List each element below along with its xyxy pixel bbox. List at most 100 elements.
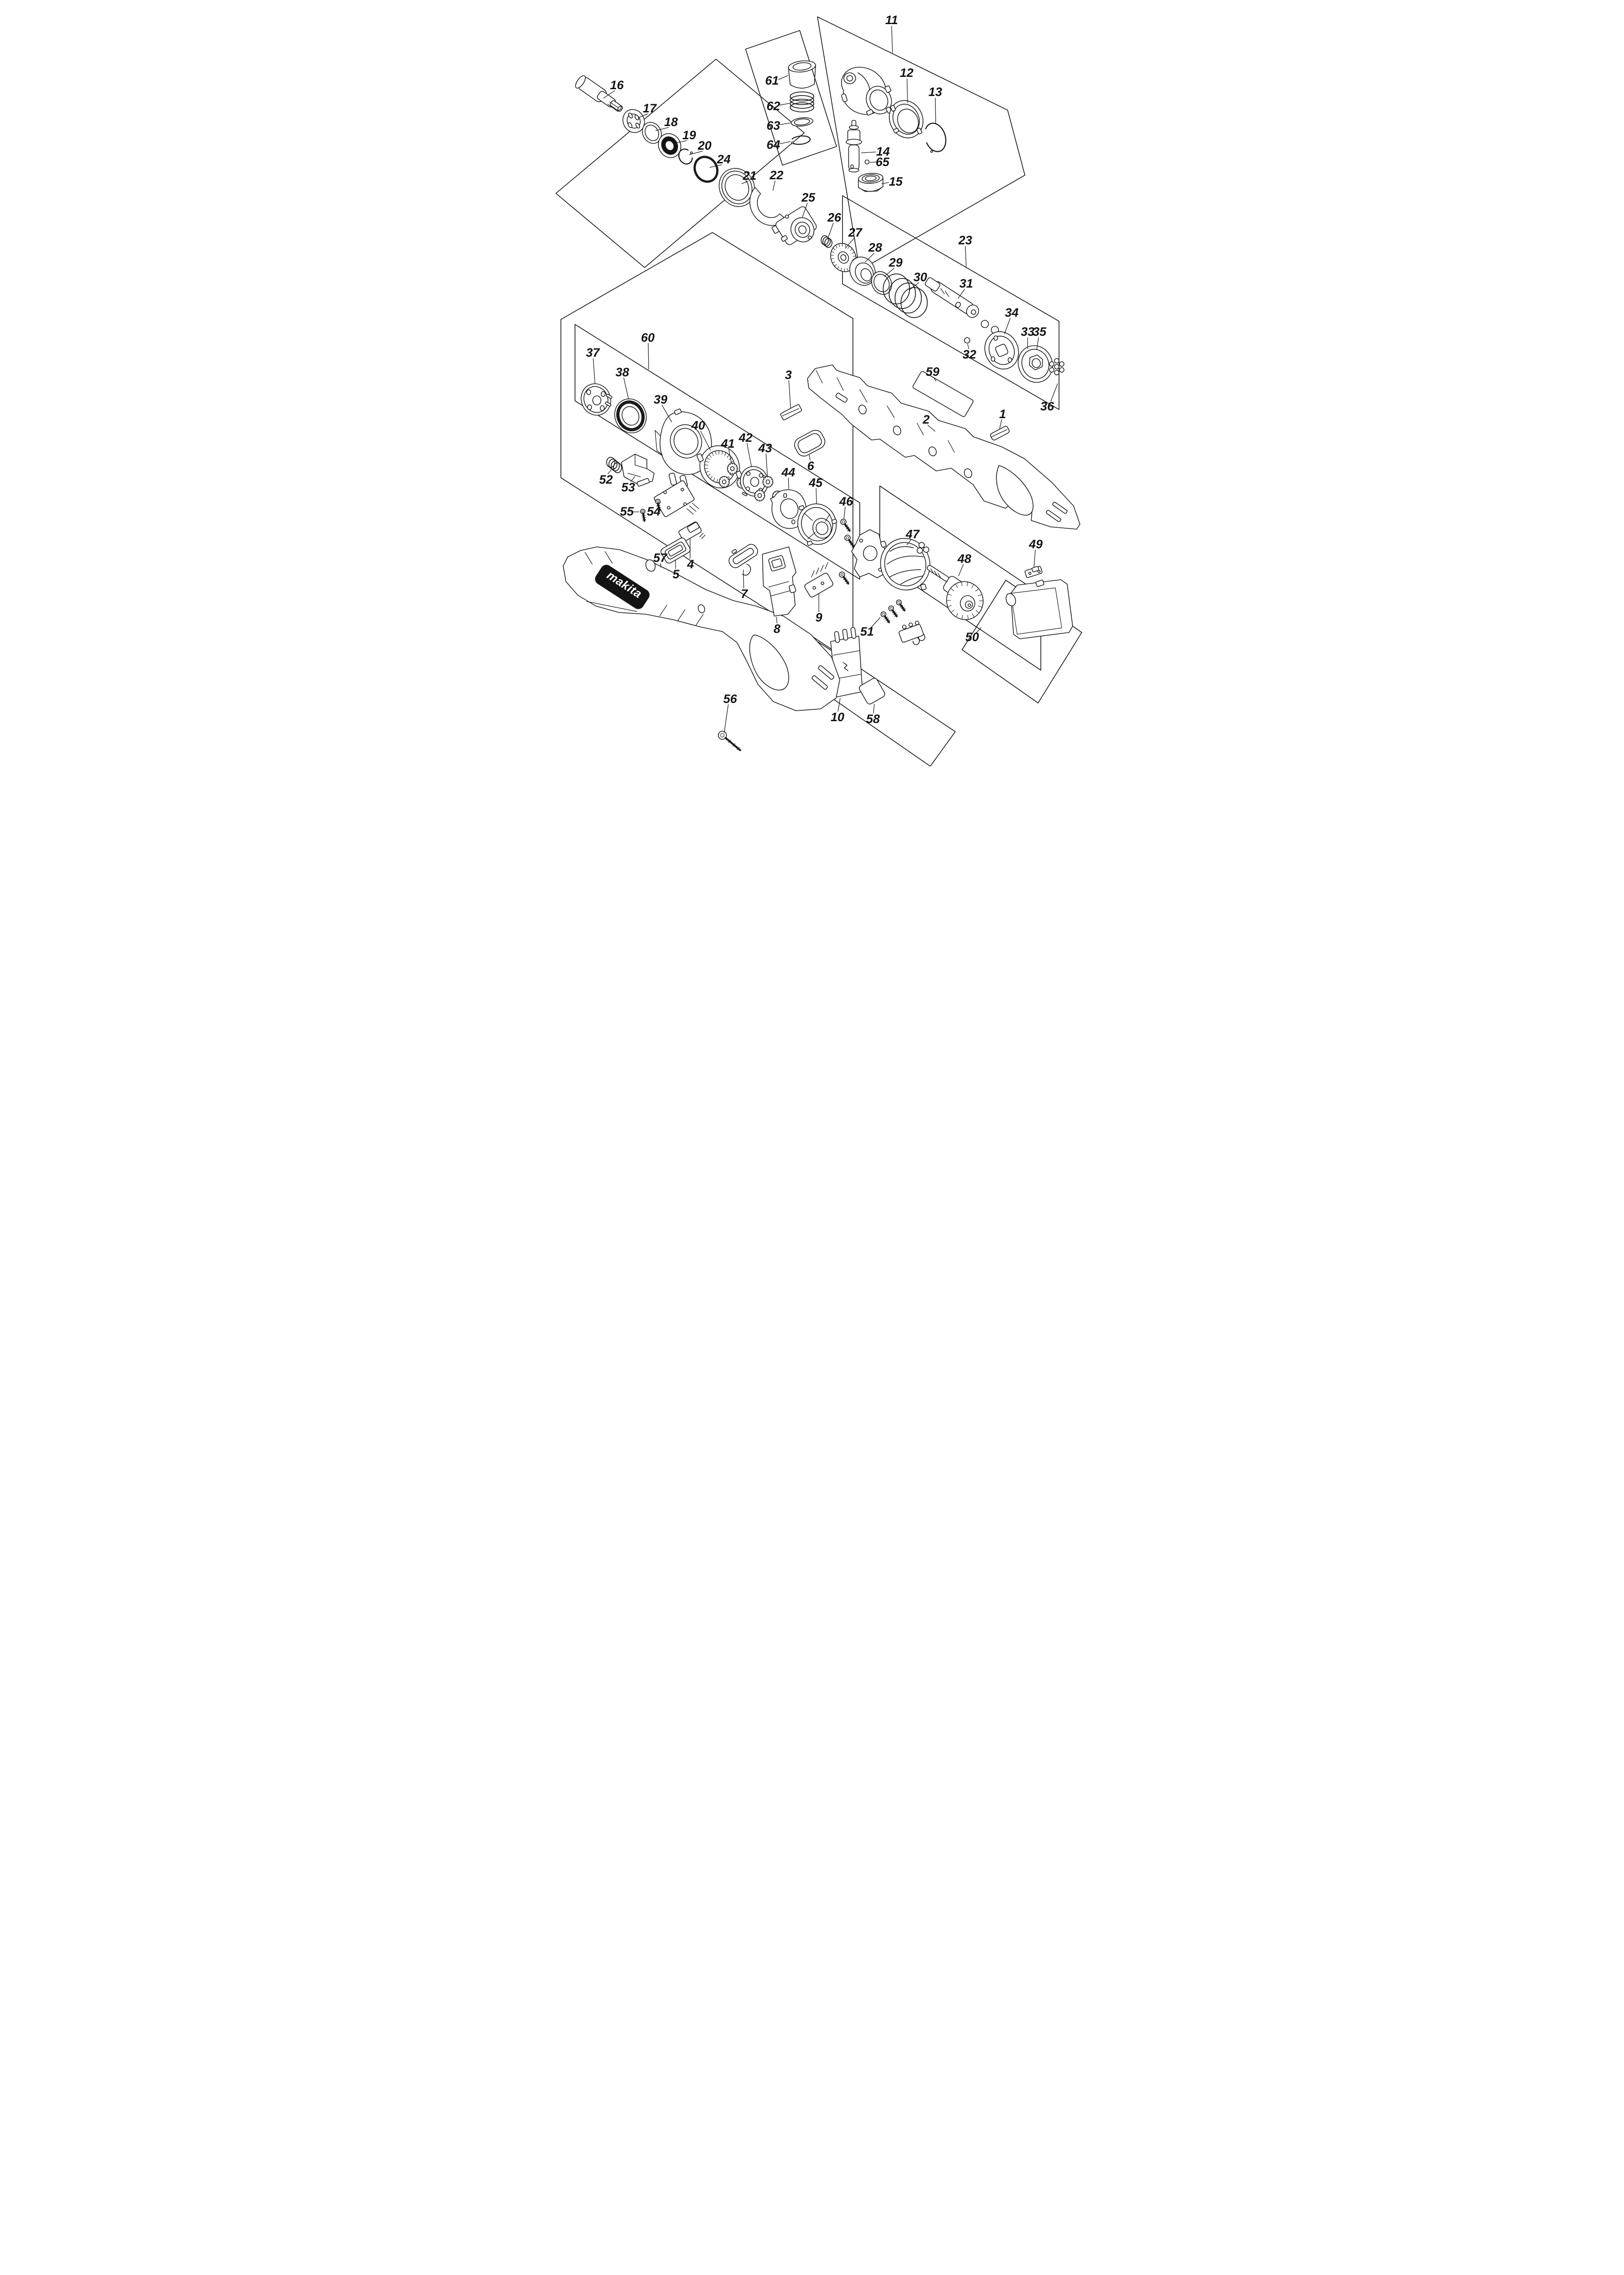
callout-41[interactable]: 41: [721, 437, 735, 464]
callout-4[interactable]: 4: [686, 539, 694, 571]
callout-16[interactable]: 16: [603, 78, 624, 99]
part-6-cover-plate[interactable]: [792, 428, 827, 459]
callout-40[interactable]: 40: [691, 419, 711, 451]
callout-60[interactable]: 60: [641, 331, 655, 370]
part-1-cap[interactable]: [990, 425, 1010, 441]
part-54-pcb[interactable]: [654, 480, 699, 517]
callout-31[interactable]: 31: [958, 277, 973, 299]
part-3-hook[interactable]: [780, 404, 802, 420]
part-20-stop-ring[interactable]: [678, 148, 693, 165]
callout-35[interactable]: 35: [1033, 325, 1047, 350]
callout-38[interactable]: 38: [615, 365, 629, 400]
part-61-sleeve[interactable]: [788, 60, 816, 89]
part-17-needle-bearing[interactable]: [619, 106, 648, 136]
part-14-anvil[interactable]: [846, 120, 862, 172]
part-7-lock-lever[interactable]: [727, 542, 760, 576]
part-53-change-lever[interactable]: [621, 454, 655, 487]
callout-56[interactable]: 56: [723, 692, 737, 733]
callout-47[interactable]: 47: [905, 527, 920, 546]
part-5-switch-cover[interactable]: [660, 536, 691, 564]
part-49-sensor[interactable]: [1024, 566, 1043, 578]
callout-9[interactable]: 9: [815, 593, 822, 624]
callout-64[interactable]: 64: [767, 138, 791, 152]
part-45-motor-bracket[interactable]: [792, 498, 842, 550]
part-57-housing-left[interactable]: makita: [563, 546, 840, 711]
part-4-switch-button[interactable]: [678, 521, 706, 542]
part-13-ring-spring-13[interactable]: [925, 122, 947, 153]
callout-36[interactable]: 36: [1040, 383, 1058, 413]
callout-6[interactable]: 6: [807, 455, 814, 473]
part-47-stator[interactable]: [851, 529, 937, 597]
callout-32[interactable]: 32: [963, 344, 976, 361]
callout-28[interactable]: 28: [865, 241, 882, 263]
part-11-angle-head[interactable]: [841, 66, 896, 118]
callout-1[interactable]: 1: [999, 407, 1006, 430]
part-51-terminal-set[interactable]: [880, 599, 925, 645]
callout-5[interactable]: 5: [672, 560, 680, 581]
part-8-switch[interactable]: [762, 546, 797, 617]
callout-50[interactable]: 50: [965, 627, 982, 644]
callout-52[interactable]: 52: [599, 469, 613, 486]
part-62-ring-spring[interactable]: [790, 91, 814, 112]
callout-43[interactable]: 43: [758, 441, 772, 477]
part-56-screw[interactable]: [718, 731, 741, 751]
callout-33[interactable]: 33: [1021, 325, 1034, 349]
callout-19[interactable]: 19: [673, 128, 696, 144]
callout-13[interactable]: 13: [928, 85, 942, 124]
callout-37[interactable]: 37: [586, 346, 600, 384]
callout-23[interactable]: 23: [958, 233, 972, 267]
callout-18[interactable]: 18: [655, 115, 678, 131]
part-35-joint-flange[interactable]: [1013, 340, 1059, 388]
callout-62[interactable]: 62: [767, 99, 790, 113]
part-18-washer[interactable]: [639, 119, 665, 147]
part-16-spindle[interactable]: [574, 74, 623, 112]
callout-34[interactable]: 34: [1004, 306, 1019, 334]
part-32-steel-ball[interactable]: [964, 337, 970, 344]
part-63-washer-63[interactable]: [791, 117, 813, 127]
callout-11[interactable]: 11: [885, 13, 898, 53]
callout-7[interactable]: 7: [741, 569, 748, 601]
callout-45[interactable]: 45: [808, 476, 823, 505]
part-15-lock-nut[interactable]: [858, 172, 883, 192]
part-21-bearing-retainer[interactable]: [712, 162, 761, 213]
callout-27[interactable]: 27: [845, 226, 863, 249]
callout-24[interactable]: 24: [709, 152, 731, 168]
part-25-bearing-box[interactable]: [774, 205, 818, 246]
callout-61[interactable]: 61: [765, 74, 788, 87]
part-12-ring-12[interactable]: [883, 95, 929, 143]
part-48-rotor[interactable]: [926, 565, 989, 625]
part-65-ball[interactable]: [864, 159, 870, 165]
callout-15[interactable]: 15: [881, 175, 903, 188]
callout-63[interactable]: 63: [767, 119, 791, 132]
callout-21[interactable]: 21: [741, 169, 757, 184]
part-19-ball-bearing[interactable]: [654, 130, 685, 162]
part-36-ball-cluster[interactable]: [1049, 358, 1064, 375]
callout-51[interactable]: 51: [860, 617, 881, 638]
callout-2[interactable]: 2: [922, 413, 936, 432]
part-26-spring-small[interactable]: [821, 235, 832, 248]
callout-46[interactable]: 46: [839, 495, 853, 520]
callout-48[interactable]: 48: [957, 552, 971, 576]
callout-26[interactable]: 26: [827, 211, 842, 238]
callout-8[interactable]: 8: [773, 617, 781, 636]
callout-14[interactable]: 14: [861, 145, 890, 158]
part-52-spring-52[interactable]: [606, 457, 622, 473]
callout-57[interactable]: 57: [653, 551, 668, 568]
callout-49[interactable]: 49: [1029, 537, 1043, 567]
callout-12[interactable]: 12: [900, 66, 913, 103]
part-24-o-ring[interactable]: [691, 153, 722, 186]
part-38-damper-ring[interactable]: [609, 394, 651, 438]
callout-30[interactable]: 30: [908, 270, 927, 291]
callout-17[interactable]: 17: [638, 101, 657, 118]
callout-54[interactable]: 54: [647, 502, 661, 518]
part-55-screw-55[interactable]: [640, 509, 646, 522]
callout-39[interactable]: 39: [654, 393, 672, 423]
callout-42[interactable]: 42: [738, 431, 752, 467]
part-30-compression-spring[interactable]: [883, 273, 928, 318]
part-59-nameplate[interactable]: [912, 371, 973, 417]
callout-22[interactable]: 22: [769, 168, 783, 191]
part-37-spindle-plate[interactable]: [576, 379, 616, 420]
callout-65[interactable]: 65: [869, 155, 890, 169]
part-40-internal-gear[interactable]: [694, 440, 746, 494]
callout-10[interactable]: 10: [831, 698, 844, 724]
